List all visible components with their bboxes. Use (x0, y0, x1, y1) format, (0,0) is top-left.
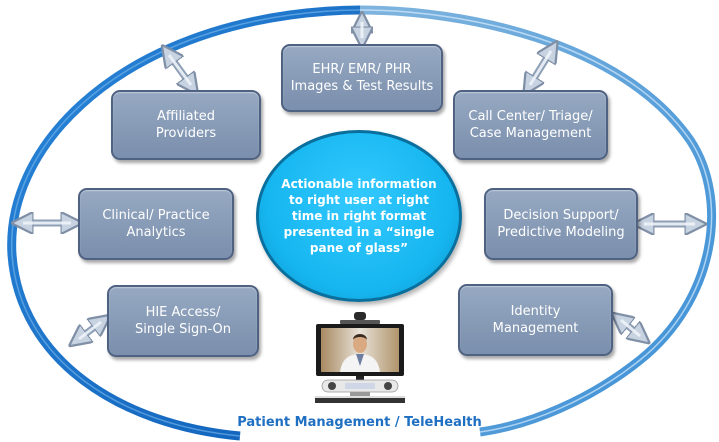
center-text-line: Actionable information (281, 177, 437, 191)
node-label-line: Images & Test Results (290, 79, 434, 94)
node-label-line: Case Management (469, 126, 592, 141)
node-label-line: Predictive Modeling (497, 225, 625, 240)
node-decision-support: Decision Support/Predictive Modeling (484, 188, 638, 260)
node-label-line: Call Center/ Triage/ (468, 109, 593, 124)
center-hub: Actionable information to right user at … (256, 130, 462, 302)
center-text-line: presented in a “single (283, 225, 435, 239)
node-label-line: Management (492, 321, 579, 336)
node-ehr-emr-phr: EHR/ EMR/ PHR Images & Test Results (281, 44, 443, 112)
node-label-line: EHR/ EMR/ PHR (312, 62, 412, 77)
node-label-line: Providers (155, 126, 217, 141)
diagram-caption: Patient Management / TeleHealth (237, 415, 482, 430)
node-hie-access: HIE Access/Single Sign-On (107, 285, 259, 357)
node-label-line: Affiliated (156, 109, 215, 124)
center-text-line: pane of glass” (309, 241, 409, 255)
node-label-line: Analytics (126, 225, 186, 240)
telehealth-video-unit-icon (315, 312, 405, 403)
node-label-line: Clinical/ Practice (102, 208, 210, 223)
node-call-center: Call Center/ Triage/Case Management (453, 90, 608, 160)
center-text-line: time in right format (291, 209, 427, 223)
node-label-line: Identity (510, 304, 561, 319)
node-label-line: Decision Support/ (503, 208, 619, 223)
center-text-line: to right user at right (288, 193, 430, 207)
node-label-line: Single Sign-On (135, 322, 231, 337)
node-label-line: HIE Access/ (145, 305, 221, 320)
